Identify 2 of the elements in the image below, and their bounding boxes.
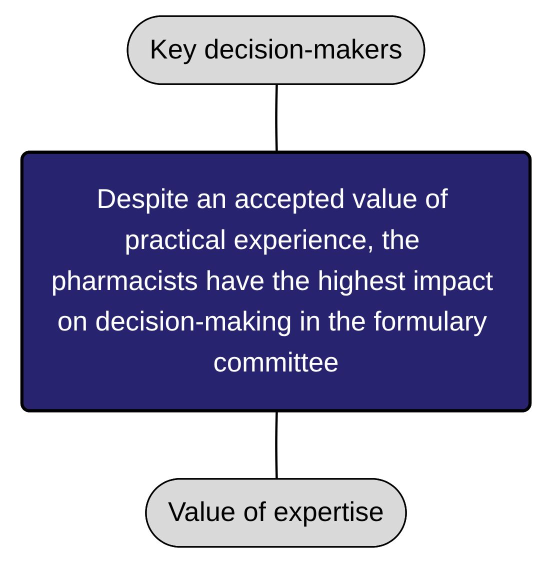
connector: [275, 412, 278, 480]
connector: [275, 84, 278, 153]
